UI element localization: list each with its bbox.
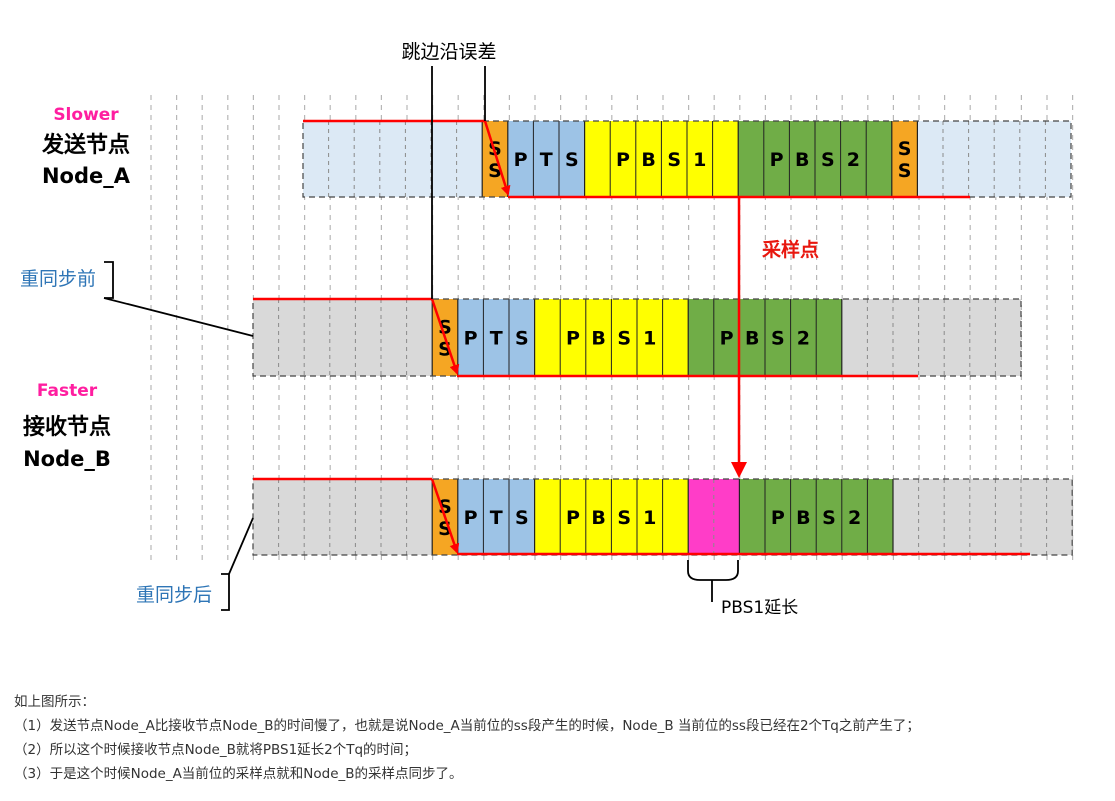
segment-letter: P	[566, 328, 580, 350]
segment-letter: P	[720, 328, 734, 350]
segment-letter: S	[617, 507, 631, 529]
segment-ss: SS	[891, 121, 918, 197]
segment-letter: S	[898, 160, 912, 182]
notes-item-1: （1）发送节点Node_A比接收节点Node_B的时间慢了，也就是说Node_A…	[14, 718, 920, 734]
row-border	[252, 298, 1022, 377]
segment-letter: 2	[848, 507, 861, 529]
before-resync-label: 重同步前	[20, 268, 96, 290]
segment-blank	[916, 121, 1071, 197]
segment-letter: B	[591, 507, 605, 529]
node-a-speed: Slower	[53, 105, 119, 125]
segment-fill	[688, 479, 740, 555]
segment-letter: S	[438, 317, 452, 339]
segment-fill	[917, 121, 1071, 197]
segment-letter: S	[822, 507, 836, 529]
segment-letter: S	[667, 149, 681, 171]
segment-fill	[253, 479, 433, 555]
segment-blank	[253, 299, 433, 376]
segment-fill	[457, 299, 535, 376]
segment-letter: T	[490, 328, 503, 350]
segment-letter: 2	[847, 149, 860, 171]
segment-letter: T	[540, 149, 553, 171]
segment-letter: 1	[693, 149, 706, 171]
after-resync-bracket	[221, 573, 230, 611]
notes-item-2: （2）所以这个时候接收节点Node_B就将PBS1延长2个Tq的时间；	[14, 742, 418, 758]
edge-error-label: 跳边沿误差	[401, 41, 496, 63]
before-resync-bracket	[104, 261, 114, 299]
explanation-notes: 如上图所示： （1）发送节点Node_A比接收节点Node_B的时间慢了，也就是…	[14, 690, 1104, 786]
segment-letter: S	[617, 328, 631, 350]
pbs1-extension-label: PBS1延长	[721, 598, 798, 618]
segment-letter: S	[898, 138, 912, 160]
node-a-title: 发送节点	[41, 132, 130, 158]
segment-blank	[892, 479, 1073, 555]
after-resync-label: 重同步后	[136, 584, 212, 606]
segment-letter: S	[565, 149, 579, 171]
node-b-title: 接收节点	[23, 414, 111, 440]
segment-fill	[253, 299, 433, 376]
after-resync-leader	[228, 517, 254, 575]
segment-letter: B	[641, 149, 655, 171]
node-b-speed: Faster	[37, 381, 98, 401]
segment-fill	[893, 479, 1073, 555]
segment-fill	[482, 121, 508, 197]
segment-letter: P	[616, 149, 630, 171]
segment-blank	[303, 121, 483, 197]
segment-ss: SS	[481, 121, 508, 197]
segment-fill	[891, 121, 918, 197]
segment-letter: S	[771, 328, 785, 350]
node-b-before-signal	[253, 297, 918, 378]
node-b-name: Node_B	[23, 447, 111, 471]
segment-letter: 1	[643, 507, 656, 529]
segment-letter: P	[770, 149, 784, 171]
segment-letter: B	[796, 507, 810, 529]
segment-letter: P	[514, 149, 528, 171]
segment-fill	[303, 121, 483, 197]
before-resync-leader	[103, 297, 254, 337]
node-b-after-signal	[253, 477, 1030, 556]
notes-intro: 如上图所示：	[14, 694, 95, 710]
segment-fill	[507, 121, 585, 197]
segment-fill	[457, 479, 535, 555]
segment-letter: S	[515, 507, 529, 529]
segment-fill	[841, 299, 1021, 376]
segment-letter: B	[591, 328, 605, 350]
segment-letter: P	[464, 328, 478, 350]
segment-letter: 2	[797, 328, 810, 350]
pbs1-extension-brace	[687, 560, 739, 602]
node-a-name: Node_A	[42, 164, 131, 188]
segment-letter: T	[490, 507, 503, 529]
segment-blank	[841, 299, 1021, 376]
segment-letter: 1	[643, 328, 656, 350]
row-border	[302, 120, 1072, 198]
segment-letter: B	[745, 328, 759, 350]
segment-letter: S	[515, 328, 529, 350]
segment-letter: P	[464, 507, 478, 529]
sample-point-arrow	[731, 197, 747, 478]
notes-item-3: （3）于是这个时候Node_A当前位的采样点就和Node_B的采样点同步了。	[14, 766, 463, 782]
segment-letter: B	[795, 149, 809, 171]
sample-point-label: 采样点	[762, 238, 819, 261]
segment-blank	[253, 479, 433, 555]
segment-blank	[687, 479, 740, 555]
edge-error-lines	[431, 66, 486, 299]
segment-letter: S	[438, 496, 452, 518]
segment-letter: P	[771, 507, 785, 529]
segment-letter: P	[566, 507, 580, 529]
segment-letter: S	[821, 149, 835, 171]
